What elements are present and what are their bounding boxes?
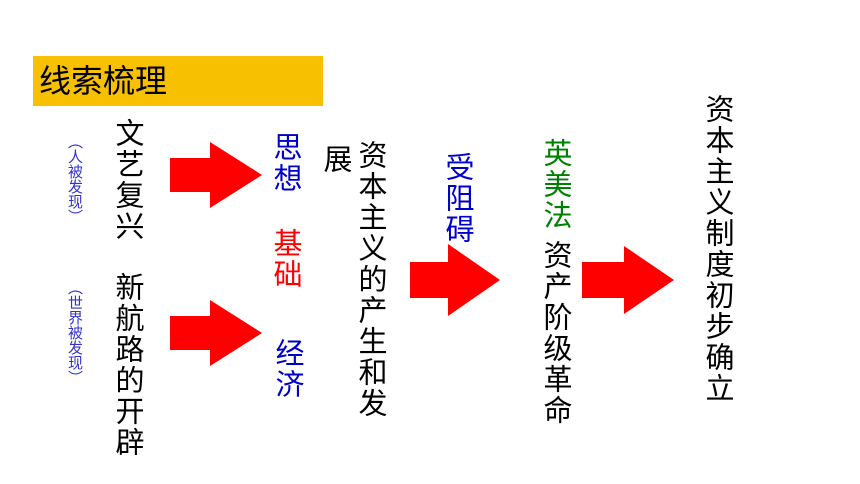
revolution-label: 资产阶级革命 — [539, 240, 573, 426]
countries-label: 英美法 — [539, 138, 573, 231]
capitalism-label: 资本主义的产生和发 — [354, 140, 388, 419]
arrow-icon — [582, 246, 674, 314]
economy-label: 经济 — [271, 338, 305, 400]
new-route-label: 新航路的开辟 — [111, 272, 145, 458]
capitalism-label-tail: 展 — [319, 144, 353, 175]
arrow-icon — [170, 300, 262, 366]
result-label: 资本主义制度初步确立 — [701, 94, 735, 404]
obstructed-label: 受阻碍 — [441, 152, 475, 245]
section-title: 线索梳理 — [33, 56, 323, 106]
foundation-label: 基础 — [269, 228, 303, 290]
arrow-icon — [170, 142, 262, 208]
renaissance-note: （人被发现） — [66, 134, 84, 224]
new-route-note: （世界被发现） — [66, 280, 84, 385]
arrow-icon — [410, 244, 500, 316]
thought-label: 思想 — [269, 132, 303, 194]
renaissance-label: 文艺复兴 — [111, 118, 145, 242]
